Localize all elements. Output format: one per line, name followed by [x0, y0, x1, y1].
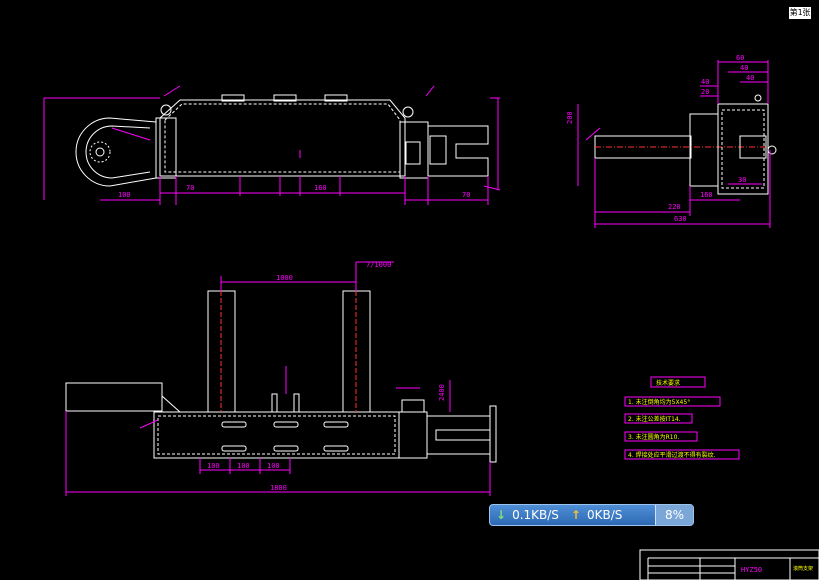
download-value: 0.1KB/S [512, 508, 559, 522]
upload-speed: ↑ 0KB/S [565, 508, 628, 522]
note-item-1: 1. 未注倒角均为5X45° [628, 398, 690, 406]
bottom-dim-2: 100 [237, 462, 250, 470]
top-dim-roughness: 7/1000 [366, 261, 391, 269]
title-drawing-no: HYZ50 [741, 566, 762, 574]
title-extra: 滚筒支架 [793, 565, 813, 572]
front-dim-4: 70 [462, 191, 470, 199]
bottom-dim-3: 100 [267, 462, 280, 470]
side-view [577, 60, 777, 228]
side-dim-left-1: 40 [701, 78, 709, 86]
down-arrow-icon: ↓ [496, 508, 507, 522]
side-dim-sub2: 160 [700, 191, 713, 199]
download-speed: ↓ 0.1KB/S [490, 508, 565, 522]
sheet-label: 第1张 [789, 7, 811, 19]
front-dim-2: 70 [186, 184, 194, 192]
side-dim-sub: 220 [668, 203, 681, 211]
network-speed-widget[interactable]: ↓ 0.1KB/S ↑ 0KB/S 8% [489, 504, 694, 526]
side-dim-top-3: 40 [746, 74, 754, 82]
top-dim-overall: 2400 [438, 384, 446, 401]
side-dim-left-2: 20 [701, 88, 709, 96]
title-block [639, 549, 819, 580]
technical-notes [624, 376, 740, 460]
side-dim-low: 30 [738, 176, 746, 184]
up-arrow-icon: ↑ [570, 508, 581, 522]
note-item-2: 2. 未注公差按IT14. [628, 415, 681, 423]
side-dim-overall: 630 [674, 215, 687, 223]
bottom-dim-overall: 1800 [270, 484, 287, 492]
side-dim-top-2: 40 [740, 64, 748, 72]
bottom-dim-1: 100 [207, 462, 220, 470]
side-dim-top-1: 60 [736, 54, 744, 62]
front-dim-1: 100 [118, 191, 131, 199]
notes-heading: 技术要求 [656, 379, 680, 387]
front-view-body [159, 99, 406, 177]
bolt-circle [89, 141, 111, 163]
bottom-view [65, 261, 497, 496]
cpu-usage: 8% [654, 505, 693, 525]
front-dim-3: 160 [314, 184, 327, 192]
top-dim-inner: 1000 [276, 274, 293, 282]
upload-value: 0KB/S [586, 508, 623, 522]
side-dim-height: 200 [566, 111, 574, 124]
front-view [43, 85, 501, 205]
note-item-4: 4. 焊接处应平滑过渡不得有裂纹. [628, 451, 716, 459]
note-item-3: 3. 未注圆角为R10. [628, 433, 679, 441]
